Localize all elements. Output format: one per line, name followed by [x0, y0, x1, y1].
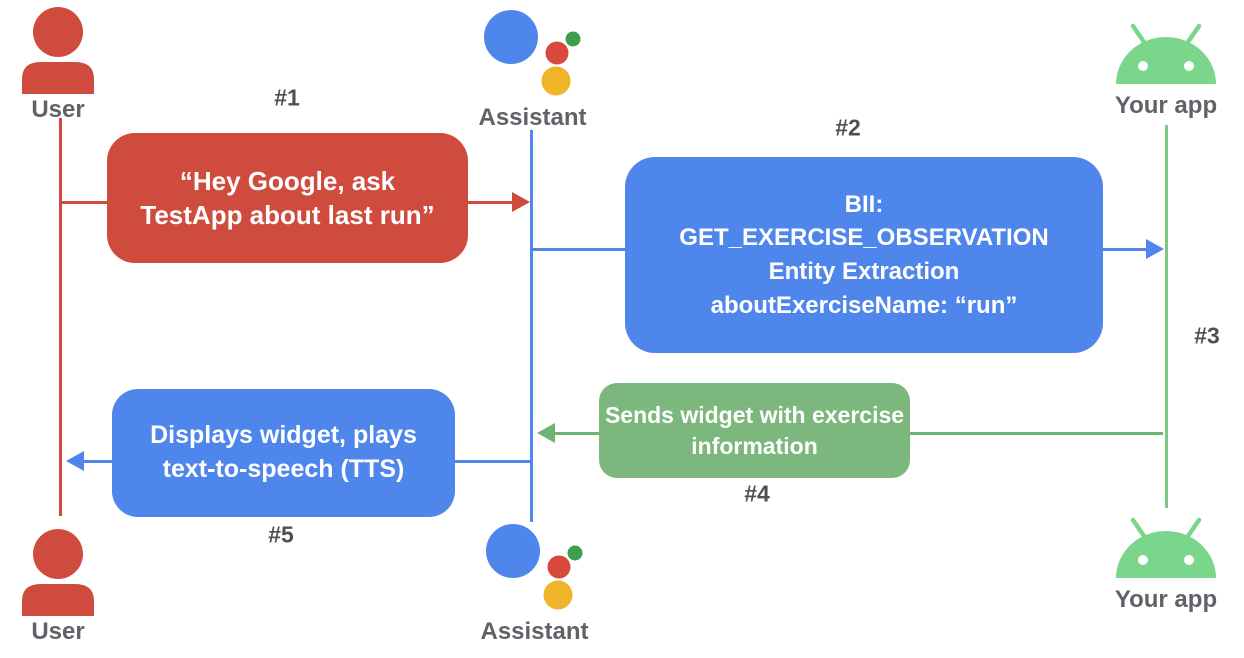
step-label-2: #2: [835, 114, 861, 141]
arrow-5-head-icon: [66, 451, 84, 471]
actor-user-bottom: User: [10, 528, 106, 646]
actor-label-app-top: Your app: [1114, 92, 1218, 119]
assistant-logo-icon: [486, 524, 583, 610]
message-box-2: BII: GET_EXERCISE_OBSERVATION Entity Ext…: [625, 157, 1103, 353]
actor-label-user-top: User: [31, 96, 85, 123]
step-label-5: #5: [268, 521, 294, 548]
arrow-4-head-icon: [537, 423, 555, 443]
message-box-5: Displays widget, plays text-to-speech (T…: [112, 389, 455, 517]
arrow-1-head-icon: [512, 192, 530, 212]
assistant-logo-icon: [484, 10, 581, 96]
user-lifeline: [59, 118, 62, 516]
message-4-line-2: information: [691, 432, 818, 459]
actor-user-top: User: [10, 6, 106, 124]
message-5-line-2: text-to-speech (TTS): [162, 455, 405, 483]
actor-label-assistant-top: Assistant: [478, 104, 587, 131]
arrow-2-head-icon: [1146, 239, 1164, 259]
step-label-1: #1: [274, 84, 300, 111]
android-icon: [1116, 23, 1216, 84]
actor-label-user-bottom: User: [31, 618, 85, 645]
user-icon: [22, 529, 94, 616]
message-1-line-2: TestApp about last run”: [140, 200, 435, 230]
actor-app-top: Your app: [1110, 22, 1222, 120]
message-box-4: Sends widget with exercise information: [599, 383, 910, 478]
actor-label-assistant-bottom: Assistant: [480, 618, 589, 645]
step-label-3: #3: [1194, 322, 1220, 349]
user-icon: [22, 7, 94, 94]
step-label-4: #4: [744, 480, 770, 507]
message-4-line-1: Sends widget with exercise: [604, 402, 905, 429]
assistant-lifeline: [530, 130, 533, 522]
message-2-line-1: BII:: [844, 190, 884, 218]
actor-app-bottom: Your app: [1110, 516, 1222, 614]
app-lifeline: [1165, 125, 1168, 508]
actor-assistant-bottom: Assistant: [480, 522, 589, 646]
message-box-1: “Hey Google, ask TestApp about last run”: [107, 133, 468, 263]
message-5-line-1: Displays widget, plays: [150, 421, 417, 450]
message-2-line-4: aboutExerciseName: “run”: [710, 291, 1018, 319]
actor-label-app-bottom: Your app: [1114, 586, 1218, 613]
message-2-line-2: GET_EXERCISE_OBSERVATION: [679, 224, 1049, 252]
message-2-line-3: Entity Extraction: [768, 258, 960, 285]
message-1-line-1: “Hey Google, ask: [179, 165, 396, 196]
actor-assistant-top: Assistant: [478, 8, 587, 132]
android-icon: [1116, 517, 1216, 578]
